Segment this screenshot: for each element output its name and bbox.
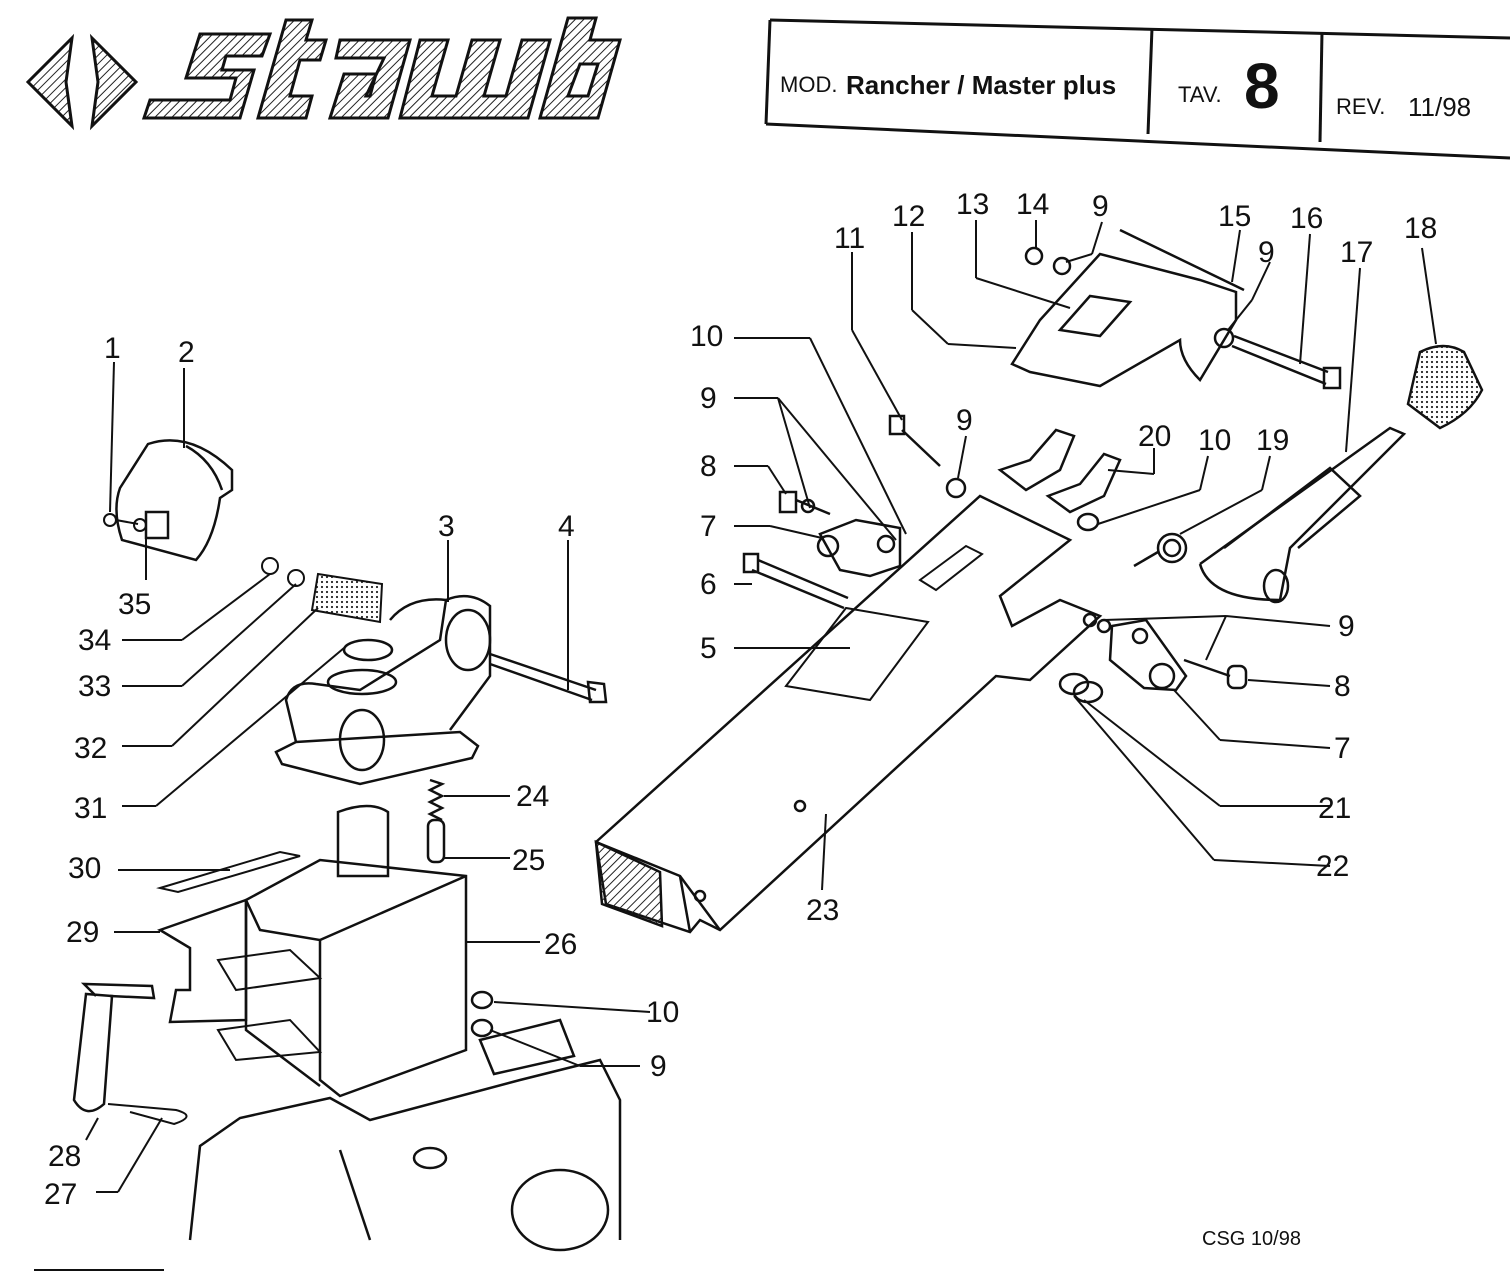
staub-logo-lettering	[141, 16, 622, 120]
callout-12: 12	[892, 200, 926, 233]
spring-part-24	[427, 778, 446, 822]
clamp-part-7-right	[1108, 618, 1188, 692]
callout-25: 25	[512, 844, 546, 877]
callout-22: 22	[1316, 850, 1350, 883]
bolt-part-6	[742, 552, 849, 610]
nut-part-10-bottom	[470, 990, 494, 1038]
callout-10-left: 10	[690, 320, 724, 353]
lever-part-17	[1198, 426, 1407, 604]
plate-tabs	[216, 948, 323, 1062]
plate-part-5	[784, 544, 984, 702]
callout-20: 20	[1138, 420, 1172, 453]
callout-9-top: 9	[1092, 190, 1109, 223]
bolt-part-8-right	[1082, 612, 1248, 690]
plate-part-30	[156, 850, 301, 894]
screw-part-1	[103, 513, 147, 532]
callout-19: 19	[1256, 424, 1290, 457]
callout-8-left: 8	[700, 450, 717, 483]
callout-34: 34	[78, 624, 112, 657]
circlip-part-32	[342, 638, 394, 662]
callout-23: 23	[806, 894, 840, 927]
callout-31: 31	[74, 792, 108, 825]
callout-29: 29	[66, 916, 100, 949]
callout-9-cover: 9	[1258, 236, 1275, 269]
callout-18: 18	[1404, 212, 1438, 245]
title-block	[764, 18, 1510, 160]
clamp-part-7-left	[816, 518, 902, 578]
callout-16: 16	[1290, 202, 1324, 235]
callout-9-left: 9	[700, 382, 717, 415]
callout-2: 2	[178, 336, 195, 369]
callout-15: 15	[1218, 200, 1252, 233]
drawing-code: CSG 10/98	[1202, 1228, 1301, 1250]
r-clip-part-27	[107, 1103, 188, 1126]
spring-part-19	[1133, 532, 1188, 568]
nut-part-21-22	[1058, 672, 1104, 704]
bolt-part-4	[489, 652, 608, 704]
callout-21: 21	[1318, 792, 1352, 825]
tav-label: TAV.	[1178, 82, 1222, 107]
callout-9-center: 9	[956, 404, 973, 437]
rev-value: 11/98	[1408, 92, 1472, 122]
tube-part-23	[594, 494, 1103, 934]
callout-6: 6	[700, 568, 717, 601]
tav-number: 8	[1244, 50, 1280, 122]
rev-label: REV.	[1336, 94, 1386, 119]
staub-logo	[25, 16, 622, 131]
callout-8-right: 8	[1334, 670, 1351, 703]
leader-lines	[85, 220, 1437, 1193]
callout-7-right: 7	[1334, 732, 1351, 765]
bolt-part-8-left	[778, 490, 831, 516]
callout-28: 28	[48, 1140, 82, 1173]
callout-5: 5	[700, 632, 717, 665]
clips-part-20	[997, 428, 1122, 514]
callout-3: 3	[438, 510, 455, 543]
callout-26: 26	[544, 928, 578, 961]
callout-10-bottom: 10	[646, 996, 680, 1029]
bracket-part-29	[157, 898, 248, 1024]
pin-part-25	[426, 818, 446, 864]
callout-13: 13	[956, 188, 990, 221]
pivot-bracket-part-3	[274, 594, 492, 786]
gearbox-housing	[188, 1018, 622, 1252]
callout-1: 1	[104, 332, 121, 365]
cover-part-12	[1010, 228, 1245, 388]
callout-4: 4	[558, 510, 575, 543]
callout-27: 27	[44, 1178, 78, 1211]
callout-30: 30	[68, 852, 102, 885]
callout-10-right: 10	[1198, 424, 1232, 457]
seat-cover-part-2	[115, 439, 234, 562]
callout-32: 32	[74, 732, 108, 765]
model-name: Rancher / Master plus	[846, 70, 1117, 100]
callout-9-bottom: 9	[650, 1050, 667, 1083]
handle-pin-part-28	[72, 982, 156, 1113]
callout-11: 11	[834, 222, 866, 255]
callout-33: 33	[78, 670, 112, 703]
grip-part-18	[1406, 344, 1484, 430]
callout-17: 17	[1340, 236, 1374, 269]
callout-7-left: 7	[700, 510, 717, 543]
bolt-part-16	[1213, 327, 1342, 390]
callout-24: 24	[516, 780, 550, 813]
pin-part-33	[261, 557, 384, 624]
nut-part-10-right	[1076, 512, 1100, 532]
callout-35: 35	[118, 588, 152, 621]
callout-14: 14	[1016, 188, 1050, 221]
bolt-part-11	[888, 414, 967, 499]
mod-label: MOD.	[780, 72, 838, 97]
callout-9-right: 9	[1338, 610, 1355, 643]
